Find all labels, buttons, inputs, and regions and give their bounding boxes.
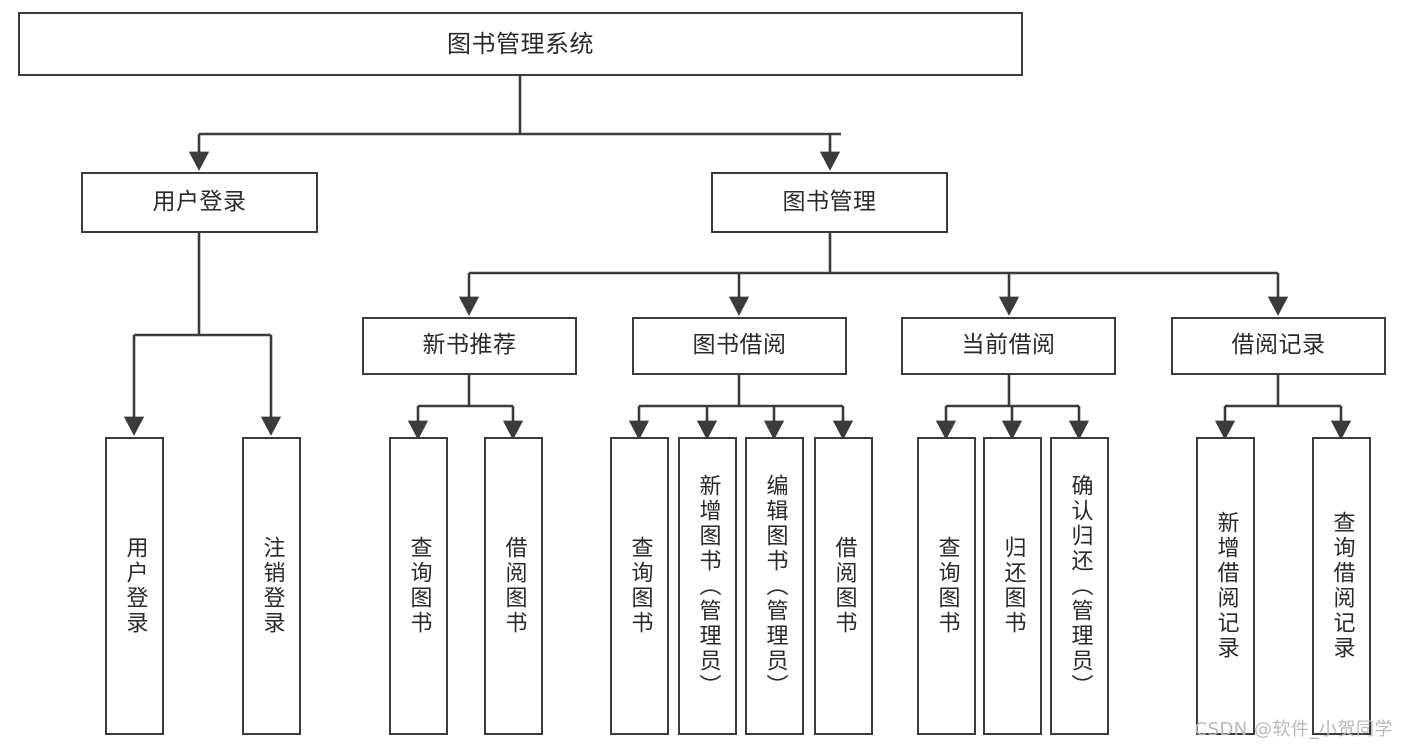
node-book-manage-label: 图书管理 (782, 188, 877, 215)
leaf-user-login[interactable]: 用户登录 (105, 437, 164, 735)
leaf-borrow-book-2-label: 借阅图书 (831, 536, 857, 636)
leaf-edit-book-label: 编辑图书（管理员） (762, 473, 788, 699)
node-borrow-record[interactable]: 借阅记录 (1171, 317, 1386, 375)
node-root-label: 图书管理系统 (447, 29, 594, 58)
node-book-borrow-label: 图书借阅 (692, 332, 787, 359)
node-borrow-record-label: 借阅记录 (1231, 332, 1326, 359)
leaf-query-book-2[interactable]: 查询图书 (610, 437, 669, 735)
leaf-query-record-label: 查询借阅记录 (1329, 511, 1355, 661)
leaf-query-book-2-label: 查询图书 (627, 536, 653, 636)
leaf-logout-login[interactable]: 注销登录 (242, 437, 301, 735)
leaf-borrow-book-2[interactable]: 借阅图书 (814, 437, 873, 735)
leaf-return-book[interactable]: 归还图书 (983, 437, 1042, 735)
leaf-add-record-label: 新增借阅记录 (1213, 511, 1239, 661)
leaf-return-book-label: 归还图书 (1000, 536, 1026, 636)
node-user-login-label: 用户登录 (152, 188, 247, 215)
node-current-borrow[interactable]: 当前借阅 (901, 317, 1116, 375)
node-user-login[interactable]: 用户登录 (81, 172, 318, 233)
node-new-book-recommend[interactable]: 新书推荐 (362, 317, 577, 375)
leaf-borrow-book-1-label: 借阅图书 (501, 536, 527, 636)
leaf-query-book-3-label: 查询图书 (934, 536, 960, 636)
leaf-borrow-book-1[interactable]: 借阅图书 (484, 437, 543, 735)
leaf-add-book-label: 新增图书（管理员） (695, 473, 721, 699)
node-book-borrow[interactable]: 图书借阅 (632, 317, 847, 375)
leaf-logout-login-label: 注销登录 (259, 536, 285, 636)
leaf-query-book-1-label: 查询图书 (406, 536, 432, 636)
node-current-borrow-label: 当前借阅 (961, 332, 1056, 359)
node-book-manage[interactable]: 图书管理 (711, 172, 948, 233)
node-new-book-recommend-label: 新书推荐 (422, 332, 517, 359)
leaf-query-book-3[interactable]: 查询图书 (917, 437, 976, 735)
leaf-confirm-return-label: 确认归还（管理员） (1067, 473, 1093, 699)
leaf-query-book-1[interactable]: 查询图书 (389, 437, 448, 735)
leaf-query-record[interactable]: 查询借阅记录 (1312, 437, 1371, 735)
leaf-add-book[interactable]: 新增图书（管理员） (678, 437, 737, 735)
leaf-user-login-label: 用户登录 (122, 536, 148, 636)
leaf-confirm-return[interactable]: 确认归还（管理员） (1050, 437, 1109, 735)
leaf-add-record[interactable]: 新增借阅记录 (1196, 437, 1255, 735)
leaf-edit-book[interactable]: 编辑图书（管理员） (745, 437, 804, 735)
node-root[interactable]: 图书管理系统 (18, 12, 1023, 76)
